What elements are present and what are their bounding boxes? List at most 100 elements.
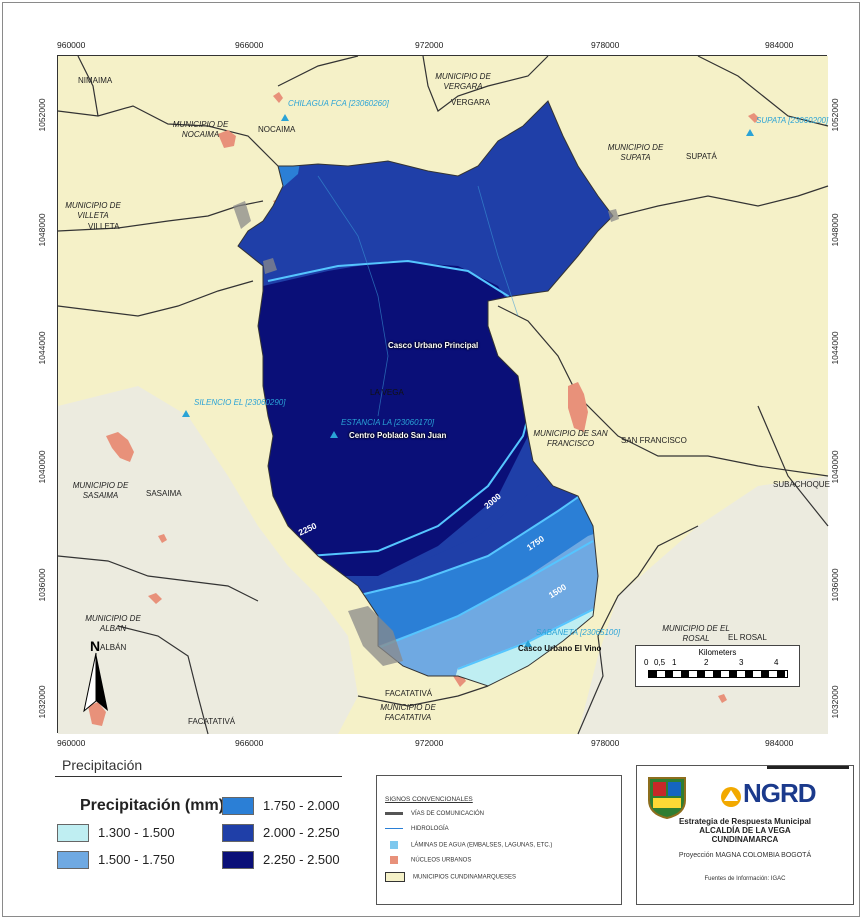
y-tick-right: 1036000 (830, 568, 840, 602)
label-mun-villeta: MUNICIPIO DE VILLETA (65, 201, 121, 220)
credits-box: NGRD Estrategia de Respuesta Municipal A… (636, 765, 854, 905)
label-nocaima: NOCAIMA (258, 125, 296, 134)
x-tick-top: 978000 (591, 40, 620, 50)
urban-patches (88, 92, 759, 726)
label-villeta: VILLETA (88, 222, 120, 231)
y-tick-left: 1052000 (37, 98, 47, 132)
y-tick-right: 1032000 (830, 685, 840, 719)
sasaima-region (58, 386, 358, 734)
road-icon (385, 811, 403, 815)
y-tick-left: 1032000 (37, 685, 47, 719)
shield-icon (643, 774, 691, 820)
x-tick-bottom: 984000 (765, 738, 794, 748)
municipal-boundaries (57, 55, 829, 735)
water-icon (390, 841, 398, 849)
scale-bar: Kilometers 0 0,5 1 2 3 4 (635, 645, 800, 687)
signos-water: LÁMINAS DE AGUA (EMBALSES, LAGUNAS, ETC.… (385, 841, 552, 849)
label-supata: SUPATÁ (686, 152, 717, 161)
north-arrow-icon (83, 652, 108, 713)
legend-swatch-1300-1500 (57, 824, 89, 842)
x-tick-bottom: 960000 (57, 738, 86, 748)
station-supata[interactable]: SUPATA [23060200] (756, 116, 829, 125)
legend-section-title: Precipitación (62, 757, 143, 773)
label-mun-vergara: MUNICIPIO DE VERGARA (435, 72, 491, 91)
ngrd-logo: NGRD (743, 778, 817, 808)
label-mun-facatativa: MUNICIPIO DE FACATATIVA (380, 703, 436, 722)
scale-bar-graphic (648, 670, 788, 678)
legend-divider (55, 776, 342, 777)
legend-label-2250-2500: 2.250 - 2.500 (263, 852, 340, 867)
x-tick-top: 972000 (415, 40, 444, 50)
station-silencio[interactable]: SILENCIO EL [23060290] (194, 398, 286, 407)
label-alban: ALBÁN (100, 643, 127, 652)
label-facatativa-south: FACATATIVÁ (188, 717, 236, 726)
legend-label-1300-1500: 1.300 - 1.500 (98, 825, 175, 840)
label-sasaima: SASAIMA (146, 489, 182, 498)
label-mun-sasaima: MUNICIPIO DE SASAIMA (72, 481, 129, 500)
y-tick-left: 1040000 (37, 450, 47, 484)
legend-label-1750-2000: 1.750 - 2.000 (263, 798, 340, 813)
legend-swatch-1500-1750 (57, 851, 89, 869)
municipality-icon (385, 872, 405, 882)
map-area[interactable]: NIMAIMA MUNICIPIO DE VERGARA VERGARA MUN… (57, 55, 830, 735)
y-tick-right: 1044000 (830, 331, 840, 365)
la-vega-boundary (237, 100, 614, 687)
station-sabaneta[interactable]: SABANETA [23065100] (536, 628, 621, 637)
label-vergara: VERGARA (451, 98, 491, 107)
station-estancia[interactable]: ESTANCIA LA [23060170] (341, 418, 435, 427)
legend-swatch-2000-2250 (222, 824, 254, 842)
label-la-vega: LA VEGA (370, 388, 404, 397)
scale-label: 1 (672, 658, 677, 667)
x-tick-bottom: 978000 (591, 738, 620, 748)
station-chilagua[interactable]: CHILAGUA FCA [23060260] (288, 99, 389, 108)
legend-swatch-2250-2500 (222, 851, 254, 869)
north-label: N (90, 638, 101, 654)
scale-label: 4 (774, 658, 779, 667)
scale-label: 0,5 (654, 658, 666, 667)
urban-principal: Casco Urbano Principal (388, 341, 479, 350)
station-markers (182, 114, 754, 647)
y-tick-left: 1048000 (37, 213, 47, 247)
label-mun-nocaima: MUNICIPIO DE NOCAIMA (172, 120, 229, 139)
x-tick-bottom: 966000 (235, 738, 264, 748)
scale-title: Kilometers (698, 648, 737, 657)
label-mun-supata: MUNICIPIO DE SUPATA (607, 143, 664, 162)
terrain-relief (233, 201, 619, 666)
scale-label: 2 (704, 658, 709, 667)
y-tick-right: 1040000 (830, 450, 840, 484)
legend-label-1500-1750: 1.500 - 1.750 (98, 852, 175, 867)
label-subachoque: SUBACHOQUE (773, 480, 830, 489)
logo-rule (767, 766, 849, 769)
legend-heading: Precipitación (mm) (80, 797, 225, 814)
y-tick-left: 1044000 (37, 331, 47, 365)
river-icon (385, 827, 403, 829)
scale-label: 0 (644, 658, 649, 667)
x-tick-top: 966000 (235, 40, 264, 50)
x-tick-bottom: 972000 (415, 738, 444, 748)
urban-el-vino: Casco Urbano El Vino (518, 644, 602, 653)
signos-heading: SIGNOS CONVENCIONALES (385, 796, 473, 803)
ngrd-emblem-icon (720, 786, 742, 808)
credits-title: Estrategia de Respuesta Municipal ALCALD… (678, 817, 812, 844)
y-tick-right: 1052000 (830, 98, 840, 132)
x-tick-top: 984000 (765, 40, 794, 50)
urban-san-juan: Centro Poblado San Juan (349, 431, 447, 440)
scale-label: 3 (739, 658, 744, 667)
urban-icon (390, 856, 398, 864)
label-mun-el-rosal: MUNICIPIO DE EL ROSAL (662, 624, 730, 643)
label-mun-alban: MUNICIPIO DE ALBAN (85, 614, 141, 633)
legend-swatch-1750-2000 (222, 797, 254, 815)
hydrology (317, 175, 519, 417)
label-san-francisco: SAN FRANCISCO (621, 436, 687, 445)
signos-hydrology: HIDROLOGÍA (385, 826, 449, 832)
x-tick-top: 960000 (57, 40, 86, 50)
label-el-rosal: EL ROSAL (728, 633, 767, 642)
label-nimaima: NIMAIMA (78, 76, 113, 85)
zone-2250-2500 (238, 261, 533, 686)
signos-municipios: MUNICIPIOS CUNDINAMARQUESES (385, 872, 516, 882)
label-facatativa-north: FACATATIVÁ (385, 689, 433, 698)
map-canvas (57, 55, 829, 735)
credits-source: Fuentes de Información: IGAC (704, 876, 786, 882)
conventional-signs-box: SIGNOS CONVENCIONALES VÍAS DE COMUNICACI… (376, 775, 622, 905)
